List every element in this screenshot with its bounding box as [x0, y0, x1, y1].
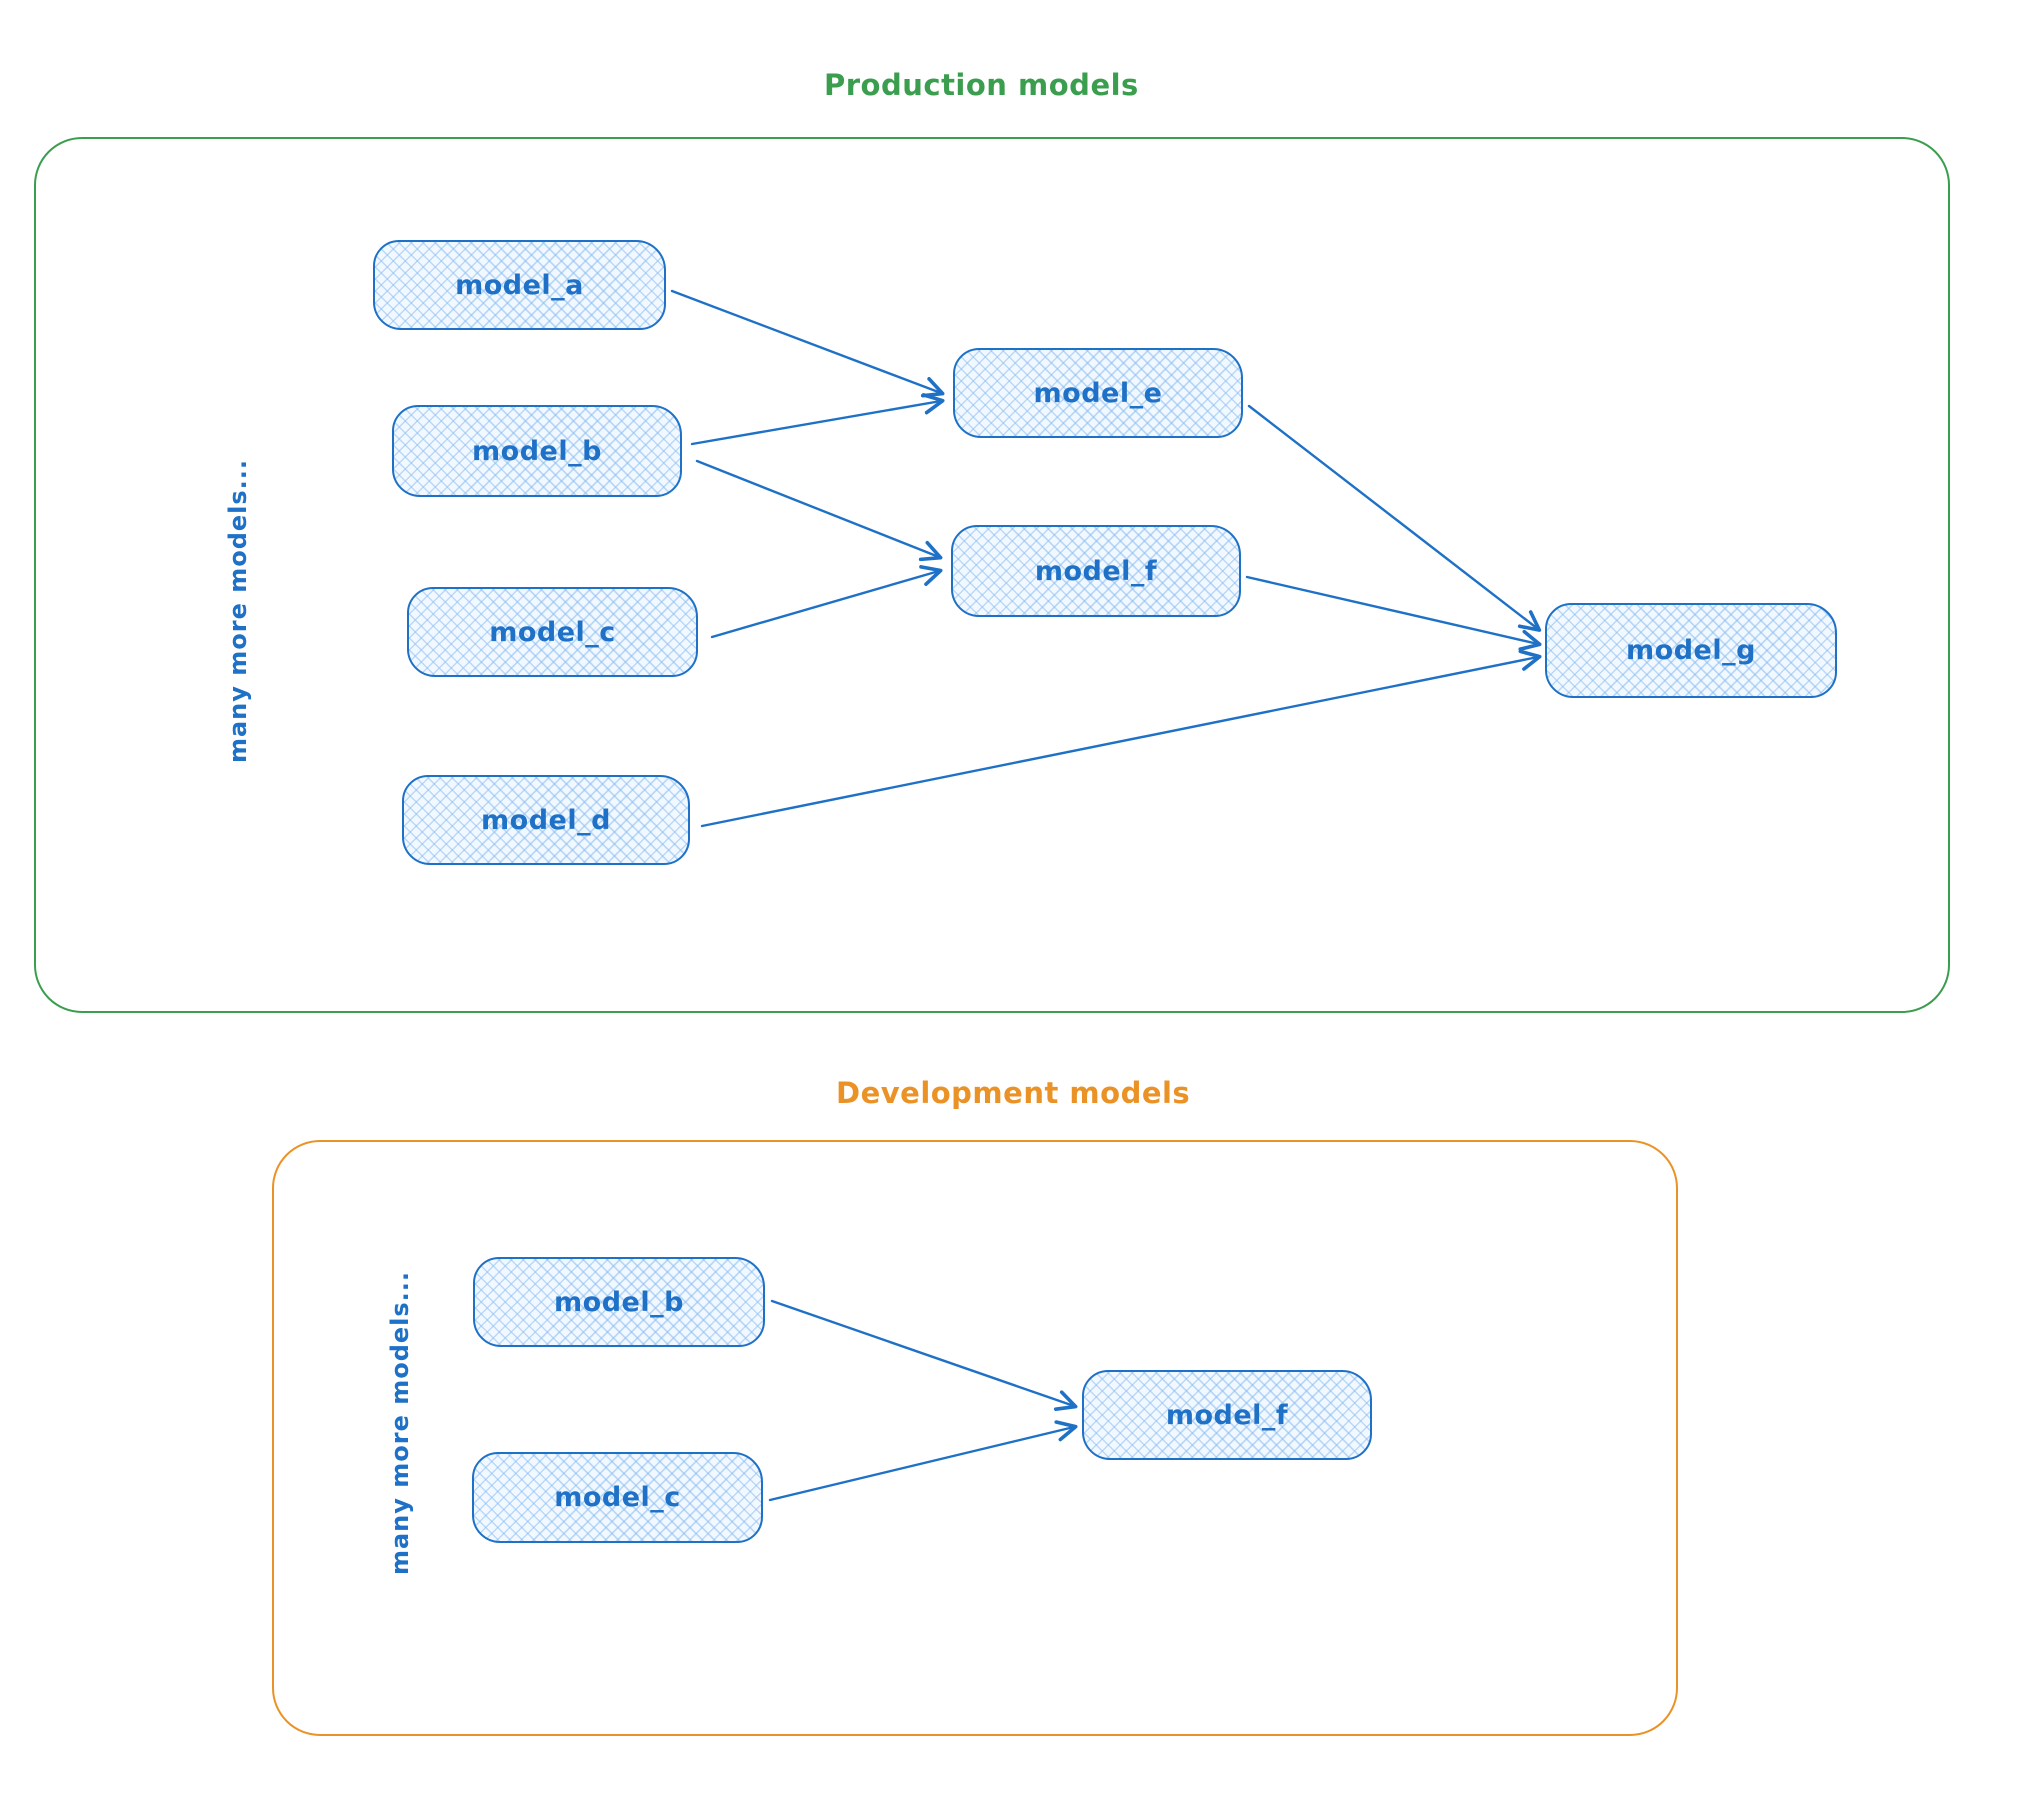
arrow-model_b-to-model_e[interactable] [690, 393, 945, 446]
node-label: model_b [472, 435, 602, 467]
node-model_g[interactable]: model_g [1545, 603, 1837, 698]
node-label: model_g [1626, 635, 1756, 666]
node-model_d[interactable]: model_d [402, 775, 690, 865]
arrow-model_e-to-model_g[interactable] [1247, 404, 1542, 632]
arrow-model_d-to-model_g[interactable] [700, 649, 1542, 828]
node-model_e[interactable]: model_e [953, 348, 1243, 438]
node-label: model_f [1165, 1399, 1289, 1431]
node-label: model_e [1033, 377, 1163, 409]
node-model_f[interactable]: model_f [951, 525, 1241, 617]
production-frame[interactable] [34, 137, 1950, 1013]
node-dev-model_b[interactable]: model_b [473, 1257, 765, 1347]
development-frame[interactable] [272, 1140, 1678, 1736]
node-label: model_f [1034, 555, 1158, 587]
arrow-dev-model_c-to-model_f[interactable] [768, 1420, 1078, 1502]
development-section-title: Development models [836, 1076, 1191, 1110]
node-label: model_a [455, 269, 584, 301]
node-label: model_d [481, 804, 611, 836]
node-label: model_b [554, 1286, 684, 1318]
node-dev-model_c[interactable]: model_c [472, 1452, 763, 1543]
arrow-model_c-to-model_f[interactable] [710, 565, 943, 639]
node-label: model_c [489, 616, 616, 648]
node-model_c[interactable]: model_c [407, 587, 698, 677]
node-dev-model_f[interactable]: model_f [1082, 1370, 1372, 1460]
node-model_a[interactable]: model_a [373, 240, 666, 330]
node-label: model_c [554, 1482, 681, 1513]
arrow-model_a-to-model_e[interactable] [670, 289, 945, 398]
arrow-dev-model_b-to-model_f[interactable] [770, 1299, 1078, 1411]
production-section-title: Production models [824, 68, 1139, 102]
arrow-model_f-to-model_g[interactable] [1245, 575, 1542, 651]
node-model_b[interactable]: model_b [392, 405, 682, 497]
arrow-model_b-to-model_f[interactable] [695, 459, 943, 562]
